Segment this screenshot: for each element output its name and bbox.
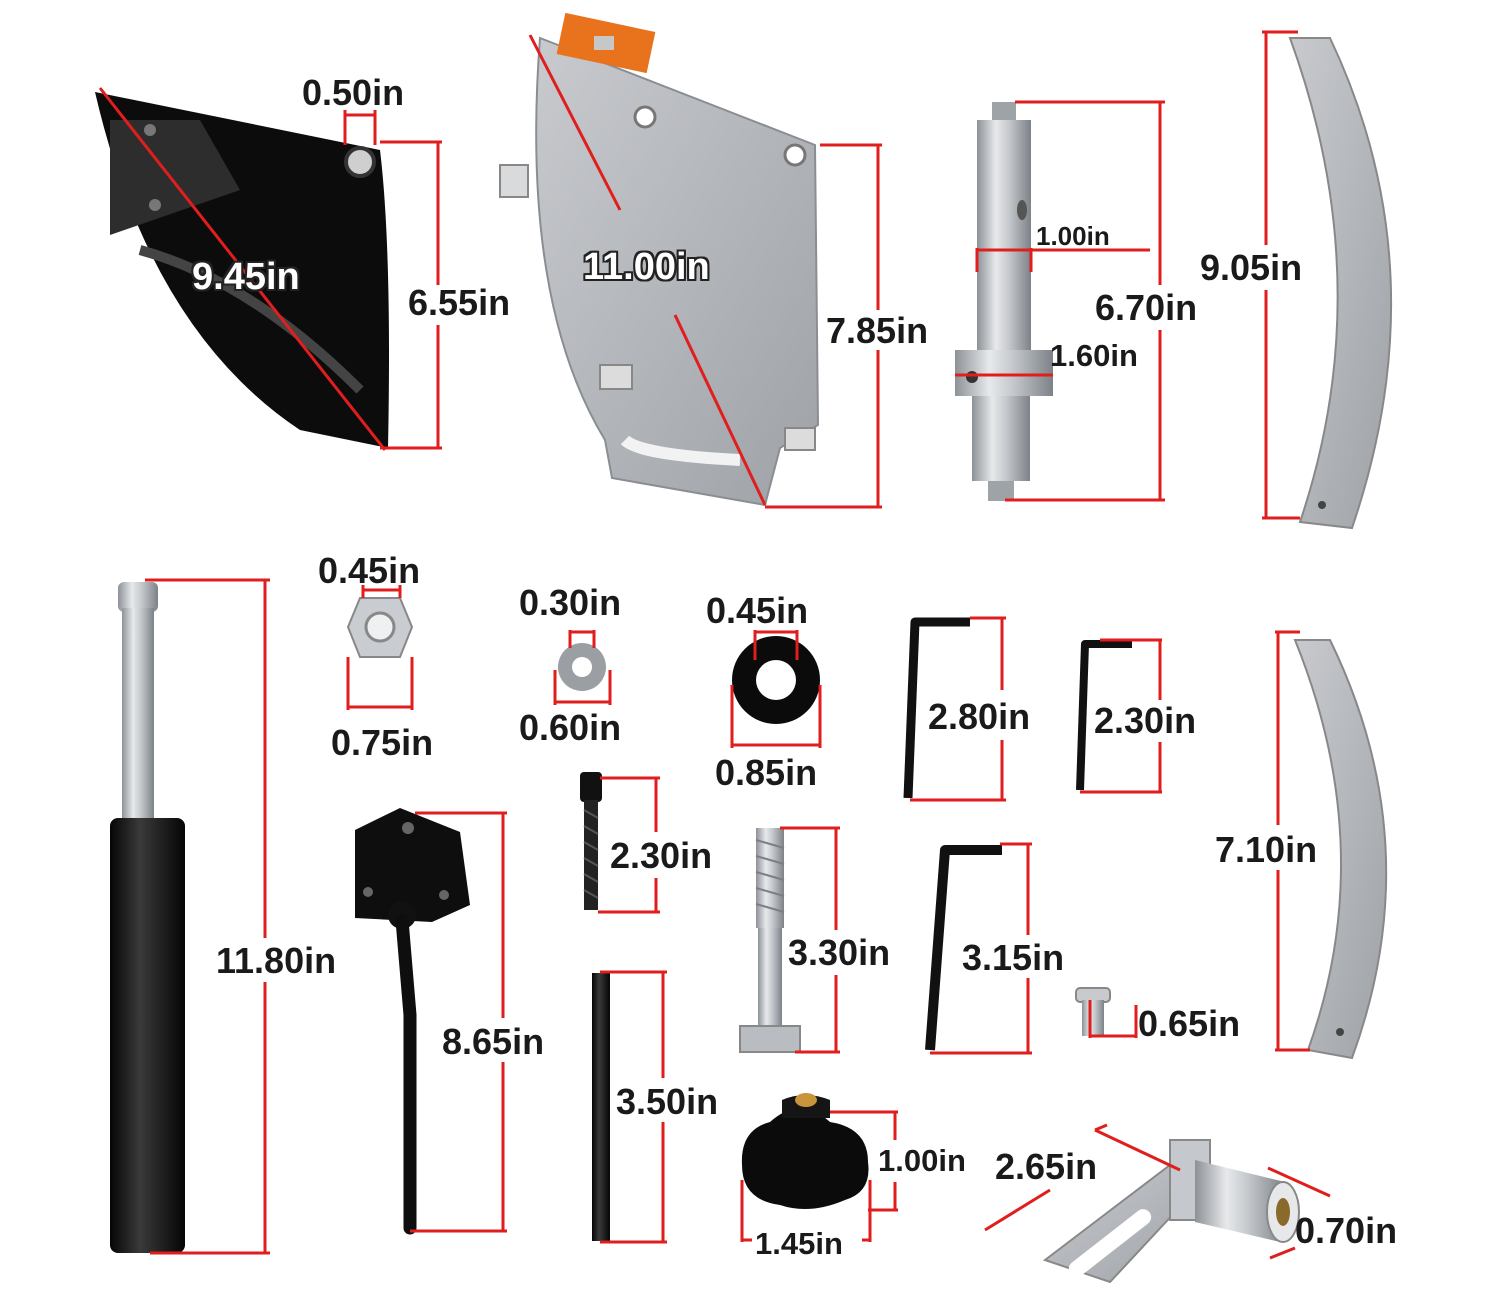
upper-blade-guard <box>499 12 820 507</box>
hex-key-large-label: 2.80in <box>928 696 1031 737</box>
knob-width-label: 1.45in <box>755 1226 843 1261</box>
shaft-length-label: 6.70in <box>1095 287 1198 328</box>
dimension-lines <box>98 30 1331 1260</box>
hex-key-small <box>1076 640 1132 791</box>
knob-height-label: 1.00in <box>878 1143 966 1178</box>
hex-nut <box>346 597 414 658</box>
nut-inner-label: 0.45in <box>318 550 421 591</box>
hex-key-medium-label: 3.15in <box>962 937 1065 978</box>
handle-lever-length-label: 8.65in <box>442 1021 545 1062</box>
nut-outer-label: 0.75in <box>331 722 434 763</box>
long-arc-height-label: 9.05in <box>1200 247 1303 288</box>
plug <box>1075 987 1111 1036</box>
pin <box>592 973 610 1241</box>
handle-lever <box>355 808 470 1235</box>
arbor-shaft <box>955 102 1053 501</box>
gas-spring-length-label: 11.80in <box>216 940 337 981</box>
washer-outer-label: 0.60in <box>519 707 622 748</box>
rubber-washer <box>732 636 820 724</box>
upper-guard-diagonal-label: 11.00in <box>583 246 710 288</box>
hex-key-small-label: 2.30in <box>1094 700 1197 741</box>
hex-key-large <box>903 617 970 799</box>
long-arc-rail <box>1288 37 1393 530</box>
lower-guard-height-label: 6.55in <box>408 282 511 323</box>
mounting-bracket <box>1042 1139 1300 1284</box>
bracket-hole-label: 0.70in <box>1295 1210 1398 1251</box>
washer-inner-label: 0.30in <box>519 582 622 623</box>
rubber-washer-outer-label: 0.85in <box>715 752 818 793</box>
hex-bolt <box>739 828 801 1053</box>
socket-screw-length-label: 2.30in <box>610 835 713 876</box>
lower-guard-diagonal-label: 9.45in <box>192 256 300 298</box>
star-knob <box>741 1093 869 1209</box>
hex-key-medium <box>925 845 1002 1051</box>
flat-washer <box>558 643 606 691</box>
pin-length-label: 3.50in <box>616 1081 719 1122</box>
short-arc-height-label: 7.10in <box>1215 829 1318 870</box>
bolt-length-label: 3.30in <box>788 932 891 973</box>
gas-spring <box>110 582 185 1253</box>
shaft-diameter-label: 1.00in <box>1036 221 1110 251</box>
short-arc-rail <box>1293 639 1388 1060</box>
lower-guard-hole-label: 0.50in <box>302 72 405 113</box>
upper-guard-height-label: 7.85in <box>826 310 929 351</box>
plug-length-label: 0.65in <box>1138 1003 1241 1044</box>
shaft-collar-label: 1.60in <box>1050 338 1138 373</box>
bracket-length-label: 2.65in <box>995 1146 1098 1187</box>
rubber-washer-inner-label: 0.45in <box>706 590 809 631</box>
socket-screw <box>580 772 602 910</box>
